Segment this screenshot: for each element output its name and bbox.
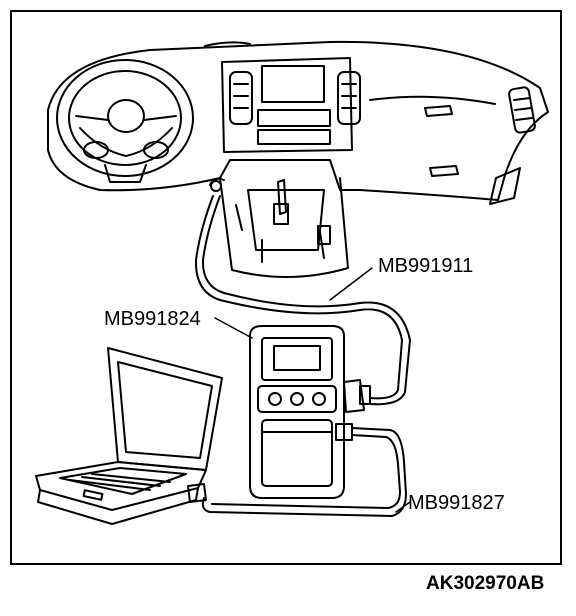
scan-tool (249, 325, 345, 499)
steering-wheel (56, 59, 194, 183)
label-mb991824: MB991824 (104, 308, 201, 330)
figure-frame (10, 10, 562, 565)
figure-code: AK302970AB (426, 573, 545, 594)
dashboard (47, 40, 549, 205)
leader-lines (214, 267, 411, 513)
center-console (209, 177, 349, 279)
laptop (35, 347, 223, 525)
cable-mb991827 (201, 427, 407, 517)
label-mb991911: MB991911 (378, 255, 474, 277)
cable-mb991911 (194, 195, 411, 406)
label-mb991827: MB991827 (408, 492, 505, 514)
connectors (187, 379, 371, 503)
